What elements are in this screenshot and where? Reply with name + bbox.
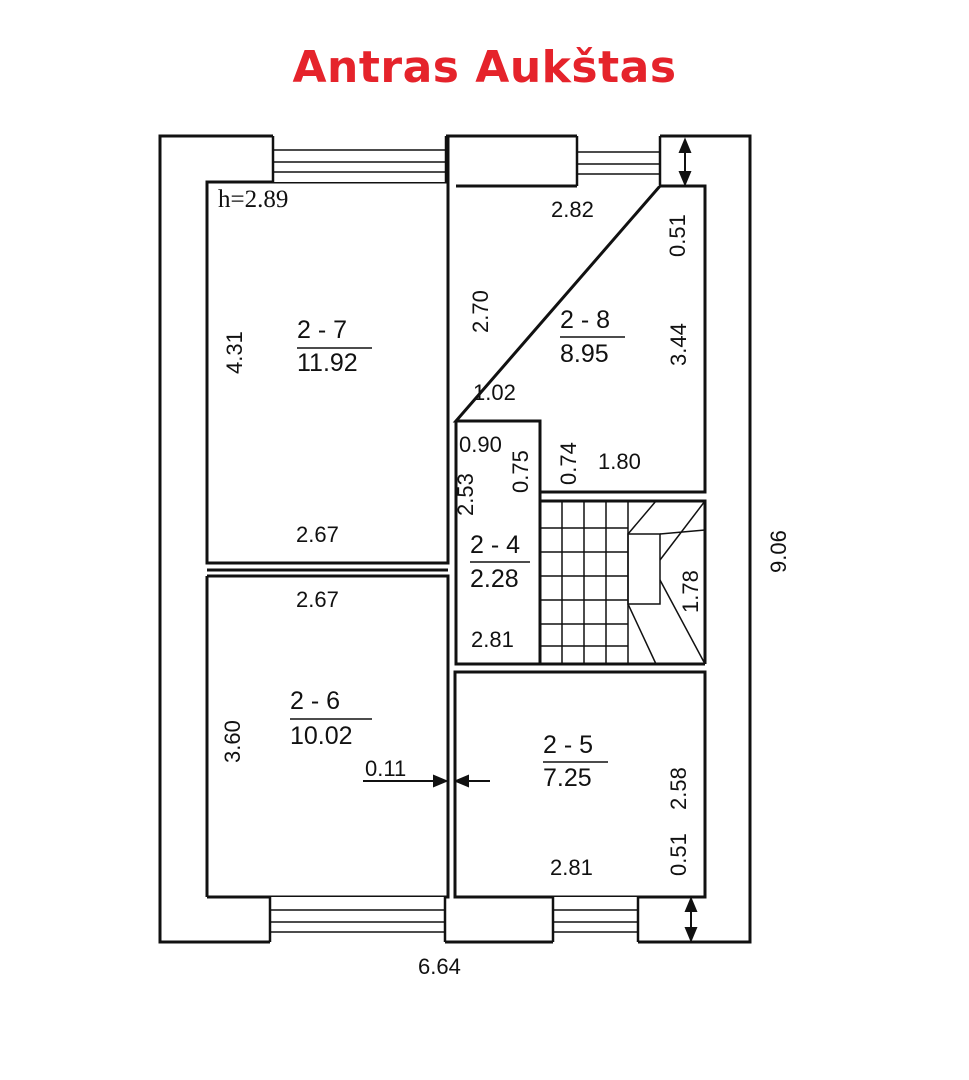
staircase xyxy=(540,500,706,665)
stair-dim: 1.78 xyxy=(678,570,703,613)
room-2-6-name: 2 - 6 xyxy=(290,687,340,715)
room-2-5-dim-window: 0.51 xyxy=(666,833,691,876)
room-2-5-name: 2 - 5 xyxy=(543,731,593,759)
room-2-7-area: 11.92 xyxy=(297,349,358,377)
room-2-8-dim-top: 2.82 xyxy=(551,197,594,222)
room-2-8-area: 8.95 xyxy=(560,340,609,368)
room-2-7-dim-length: 4.31 xyxy=(222,331,247,374)
dimension-arrows xyxy=(363,137,698,943)
room-2-8-name: 2 - 8 xyxy=(560,306,610,334)
ceiling-height-label: h=2.89 xyxy=(218,186,288,213)
outer-wall xyxy=(158,134,752,944)
plan-title: Antras Aukštas xyxy=(292,42,677,93)
room-2-4-dim-length: 2.53 xyxy=(453,473,478,516)
room-2-8-dim-notch: 1.02 xyxy=(473,380,516,405)
room-2-4-area: 2.28 xyxy=(470,565,519,593)
room-2-8-dim-step: 0.74 xyxy=(556,442,581,485)
room-2-5-dim-width: 2.81 xyxy=(550,855,593,880)
room-2-4-dim-bottom: 2.81 xyxy=(471,627,514,652)
room-2-5-dim-length: 2.58 xyxy=(666,767,691,810)
room-2-8-dim-right: 3.44 xyxy=(666,323,691,366)
room-2-6-area: 10.02 xyxy=(290,722,353,750)
room-2-5-area: 7.25 xyxy=(543,764,592,792)
wall-thickness-label: 0.11 xyxy=(365,756,406,781)
room-2-8-dim-left: 2.70 xyxy=(468,290,493,333)
room-2-7-dim-width: 2.67 xyxy=(296,522,339,547)
overall-length: 9.06 xyxy=(766,530,791,573)
room-2-4-name: 2 - 4 xyxy=(470,531,520,559)
room-2-4-dim-top: 0.90 xyxy=(459,432,502,457)
room-2-6-dim-width: 2.67 xyxy=(296,587,339,612)
room-2-8-dim-bottom: 1.80 xyxy=(598,449,641,474)
windows xyxy=(268,134,662,944)
room-2-4-dim-step: 0.75 xyxy=(508,450,533,493)
walls xyxy=(158,134,752,944)
room-underlines xyxy=(290,336,625,763)
overall-width: 6.64 xyxy=(418,954,461,979)
room-2-6-dim-length: 3.60 xyxy=(220,720,245,763)
room-2-7-name: 2 - 7 xyxy=(297,316,347,344)
room-2-8-dim-window: 0.51 xyxy=(665,214,690,257)
